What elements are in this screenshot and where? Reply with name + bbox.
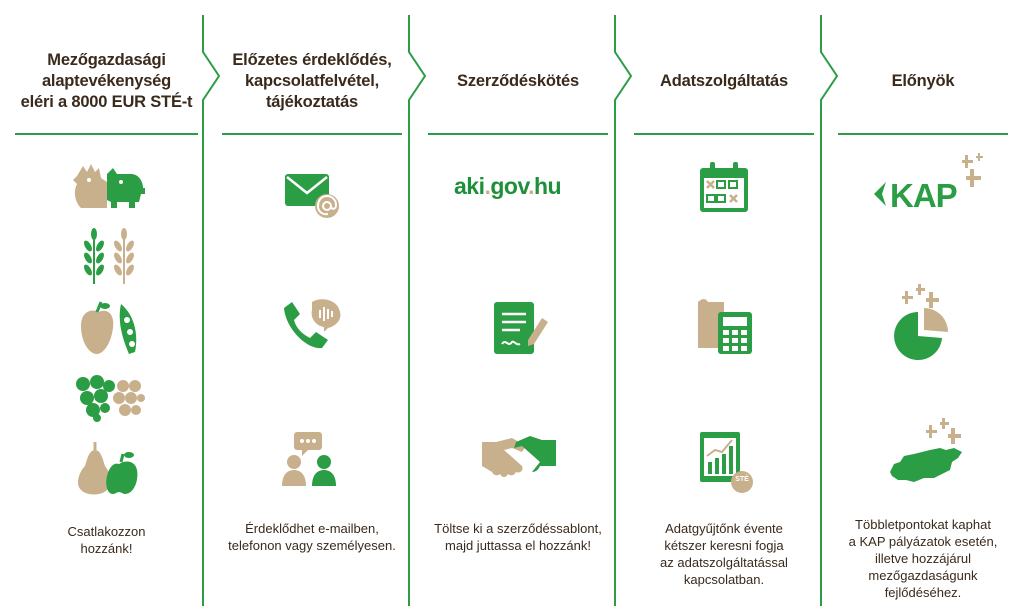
heading-rule (222, 133, 402, 135)
email-icon (285, 174, 339, 218)
phone-icon (284, 299, 341, 349)
column-membership: Mezőgazdasági alaptevékenység eléri a 80… (15, 0, 198, 615)
separator-2 (408, 15, 427, 606)
contract-icon (494, 302, 548, 354)
heading-rule (634, 133, 814, 135)
column-benefits: Előnyök KAP Többletpontokat kaphat a KAP… (838, 0, 1008, 615)
grapes-icon (76, 375, 145, 422)
rooster-pig-icon (73, 164, 145, 208)
calculator-icon (698, 299, 752, 354)
column-heading: Szerződéskötés (457, 71, 579, 90)
column-description: Adatgyűjtőnk évente kétszer keresni fogj… (660, 521, 788, 587)
separator-4 (820, 15, 839, 606)
separator-3 (614, 15, 633, 606)
column-heading: Mezőgazdasági alaptevékenység eléri a 80… (20, 50, 193, 111)
column-description: Töltse ki a szerződéssablont, majd jutta… (434, 521, 602, 553)
column-description: Csatlakozzon hozzánk! (67, 524, 146, 556)
calendar-icon (700, 162, 748, 212)
kap-logo (874, 153, 983, 206)
heading-rule (838, 133, 1008, 135)
people-chat-icon (282, 432, 336, 486)
fruit-peapod-icon (81, 301, 137, 354)
heading-rule (15, 133, 198, 135)
pie-chart-icon (894, 284, 948, 360)
column-description: Többletpontokat kaphat a KAP pályázatok … (848, 517, 998, 600)
handshake-icon (482, 436, 556, 477)
hungary-map-icon (890, 418, 962, 482)
column-heading: Adatszolgáltatás (660, 71, 788, 90)
pear-apple-icon (78, 442, 138, 495)
column-description: Érdeklődhet e-mailben, telefonon vagy sz… (228, 521, 396, 553)
kap-logo-text: KAP (890, 177, 958, 214)
ste-badge: STÉ (735, 476, 749, 483)
column-heading: Előzetes érdeklődés, kapcsolatfelvétel, … (232, 50, 392, 111)
wheat-icon (84, 228, 134, 284)
aki-logo: aki.gov.hu (454, 173, 562, 199)
column-heading: Előnyök (891, 71, 955, 90)
separator-1 (202, 15, 221, 606)
report-chart-icon (700, 432, 753, 493)
heading-rule (428, 133, 608, 135)
column-contact: Előzetes érdeklődés, kapcsolatfelvétel, … (222, 0, 402, 615)
column-data-provision: Adatszolgáltatás (634, 0, 814, 615)
column-contract: Szerződéskötés aki.gov.hu Töltse ki a sz… (428, 0, 608, 615)
